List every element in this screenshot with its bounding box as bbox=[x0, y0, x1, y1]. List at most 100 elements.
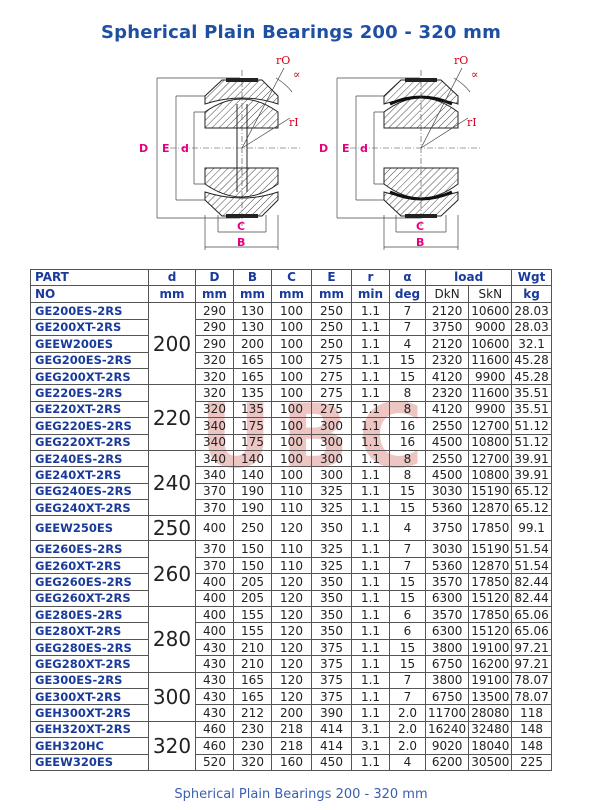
col-deg-cell: 16 bbox=[389, 417, 426, 435]
col-C-cell: 120 bbox=[271, 671, 312, 689]
col-C-cell: 110 bbox=[271, 499, 312, 517]
col-E-cell: 250 bbox=[311, 318, 352, 337]
col-dkn-cell: 2550 bbox=[424, 449, 470, 468]
col-E-cell: 375 bbox=[311, 671, 352, 689]
col-D-cell: 460 bbox=[195, 737, 234, 755]
col-deg-cell: 15 bbox=[389, 499, 426, 517]
header-C: C bbox=[271, 268, 312, 287]
col-D-cell: 290 bbox=[195, 335, 234, 353]
col-r-cell: 1.1 bbox=[351, 302, 390, 320]
col-kg-cell: 35.51 bbox=[511, 400, 552, 419]
col-B-cell: 175 bbox=[233, 433, 272, 451]
col-C-cell: 100 bbox=[271, 384, 312, 402]
part-number-cell: GE300XT-2RS bbox=[30, 687, 149, 706]
col-deg-cell: 7 bbox=[389, 302, 426, 320]
col-E-cell: 325 bbox=[311, 482, 352, 501]
header-dkn: DkN bbox=[424, 285, 470, 304]
col-dkn-cell: 2320 bbox=[424, 351, 470, 369]
part-number-cell: GE200ES-2RS bbox=[30, 302, 149, 320]
col-D-cell: 340 bbox=[195, 417, 234, 435]
col-E-cell: 350 bbox=[311, 573, 352, 591]
bore-d-cell: 250 bbox=[148, 515, 196, 542]
part-number-cell: GEEW200ES bbox=[30, 335, 149, 353]
col-B-cell: 320 bbox=[233, 753, 272, 771]
col-E-cell: 275 bbox=[311, 351, 352, 369]
part-number-cell: GEG240ES-2RS bbox=[30, 482, 149, 501]
col-r-cell: 1.1 bbox=[351, 687, 390, 706]
col-B-cell: 175 bbox=[233, 417, 272, 435]
col-E-cell: 350 bbox=[311, 606, 352, 624]
header-E: E bbox=[311, 268, 352, 287]
part-number-cell: GE280XT-2RS bbox=[30, 622, 149, 640]
col-r-cell: 1.1 bbox=[351, 449, 390, 468]
header-C-unit: mm bbox=[271, 285, 312, 304]
col-E-cell: 414 bbox=[311, 737, 352, 755]
header-B-unit: mm bbox=[233, 285, 272, 304]
col-skn-cell: 12700 bbox=[468, 449, 513, 468]
col-C-cell: 100 bbox=[271, 417, 312, 435]
part-number-cell: GEG220ES-2RS bbox=[30, 417, 149, 435]
header-D-unit: mm bbox=[195, 285, 234, 304]
col-C-cell: 110 bbox=[271, 540, 312, 558]
col-D-cell: 340 bbox=[195, 433, 234, 451]
col-kg-cell: 99.1 bbox=[511, 515, 552, 542]
col-B-cell: 190 bbox=[233, 482, 272, 501]
col-skn-cell: 11600 bbox=[468, 384, 513, 402]
col-r-cell: 1.1 bbox=[351, 606, 390, 624]
part-number-cell: GE300ES-2RS bbox=[30, 671, 149, 689]
col-r-cell: 1.1 bbox=[351, 515, 390, 542]
col-skn-cell: 11600 bbox=[468, 351, 513, 369]
col-kg-cell: 225 bbox=[511, 753, 552, 771]
header-B: B bbox=[233, 268, 272, 287]
col-E-cell: 250 bbox=[311, 335, 352, 353]
col-E-cell: 375 bbox=[311, 655, 352, 673]
part-number-cell: GE260XT-2RS bbox=[30, 556, 149, 575]
col-D-cell: 340 bbox=[195, 449, 234, 468]
col-E-cell: 350 bbox=[311, 589, 352, 608]
header-units-row: NO mm mm mm mm mm min deg DkN SkN kg bbox=[30, 285, 552, 304]
col-skn-cell: 19100 bbox=[468, 638, 513, 657]
header-load: load bbox=[424, 268, 513, 287]
part-number-cell: GEEW320ES bbox=[30, 753, 149, 771]
col-B-cell: 210 bbox=[233, 655, 272, 673]
col-C-cell: 120 bbox=[271, 606, 312, 624]
col-D-cell: 320 bbox=[195, 367, 234, 386]
col-D-cell: 400 bbox=[195, 589, 234, 608]
col-D-cell: 320 bbox=[195, 351, 234, 369]
col-C-cell: 160 bbox=[271, 753, 312, 771]
label-ri-left: rI bbox=[289, 116, 299, 129]
col-B-cell: 250 bbox=[233, 515, 272, 542]
col-E-cell: 325 bbox=[311, 499, 352, 517]
col-kg-cell: 51.54 bbox=[511, 556, 552, 575]
col-kg-cell: 39.91 bbox=[511, 466, 552, 484]
label-E-left: E bbox=[162, 142, 170, 155]
col-C-cell: 218 bbox=[271, 737, 312, 755]
header-D: D bbox=[195, 268, 234, 287]
col-B-cell: 140 bbox=[233, 466, 272, 484]
col-dkn-cell: 5360 bbox=[424, 499, 470, 517]
col-B-cell: 200 bbox=[233, 335, 272, 353]
bore-d-cell: 220 bbox=[148, 384, 196, 451]
col-skn-cell: 18040 bbox=[468, 737, 513, 755]
col-skn-cell: 12870 bbox=[468, 499, 513, 517]
label-alpha-left: ∝ bbox=[293, 68, 300, 81]
bore-d-cell: 320 bbox=[148, 720, 196, 771]
header-part: PART bbox=[30, 268, 149, 287]
col-dkn-cell: 16240 bbox=[424, 720, 470, 739]
bore-d-cell: 280 bbox=[148, 606, 196, 673]
col-r-cell: 1.1 bbox=[351, 384, 390, 402]
col-kg-cell: 28.03 bbox=[511, 318, 552, 337]
col-r-cell: 1.1 bbox=[351, 655, 390, 673]
col-kg-cell: 28.03 bbox=[511, 302, 552, 320]
bearing-drawings: rO rI ∝ D E d C B bbox=[139, 54, 480, 250]
col-B-cell: 230 bbox=[233, 720, 272, 739]
col-kg-cell: 65.12 bbox=[511, 499, 552, 517]
col-skn-cell: 12870 bbox=[468, 556, 513, 575]
col-dkn-cell: 6200 bbox=[424, 753, 470, 771]
col-deg-cell: 16 bbox=[389, 433, 426, 451]
